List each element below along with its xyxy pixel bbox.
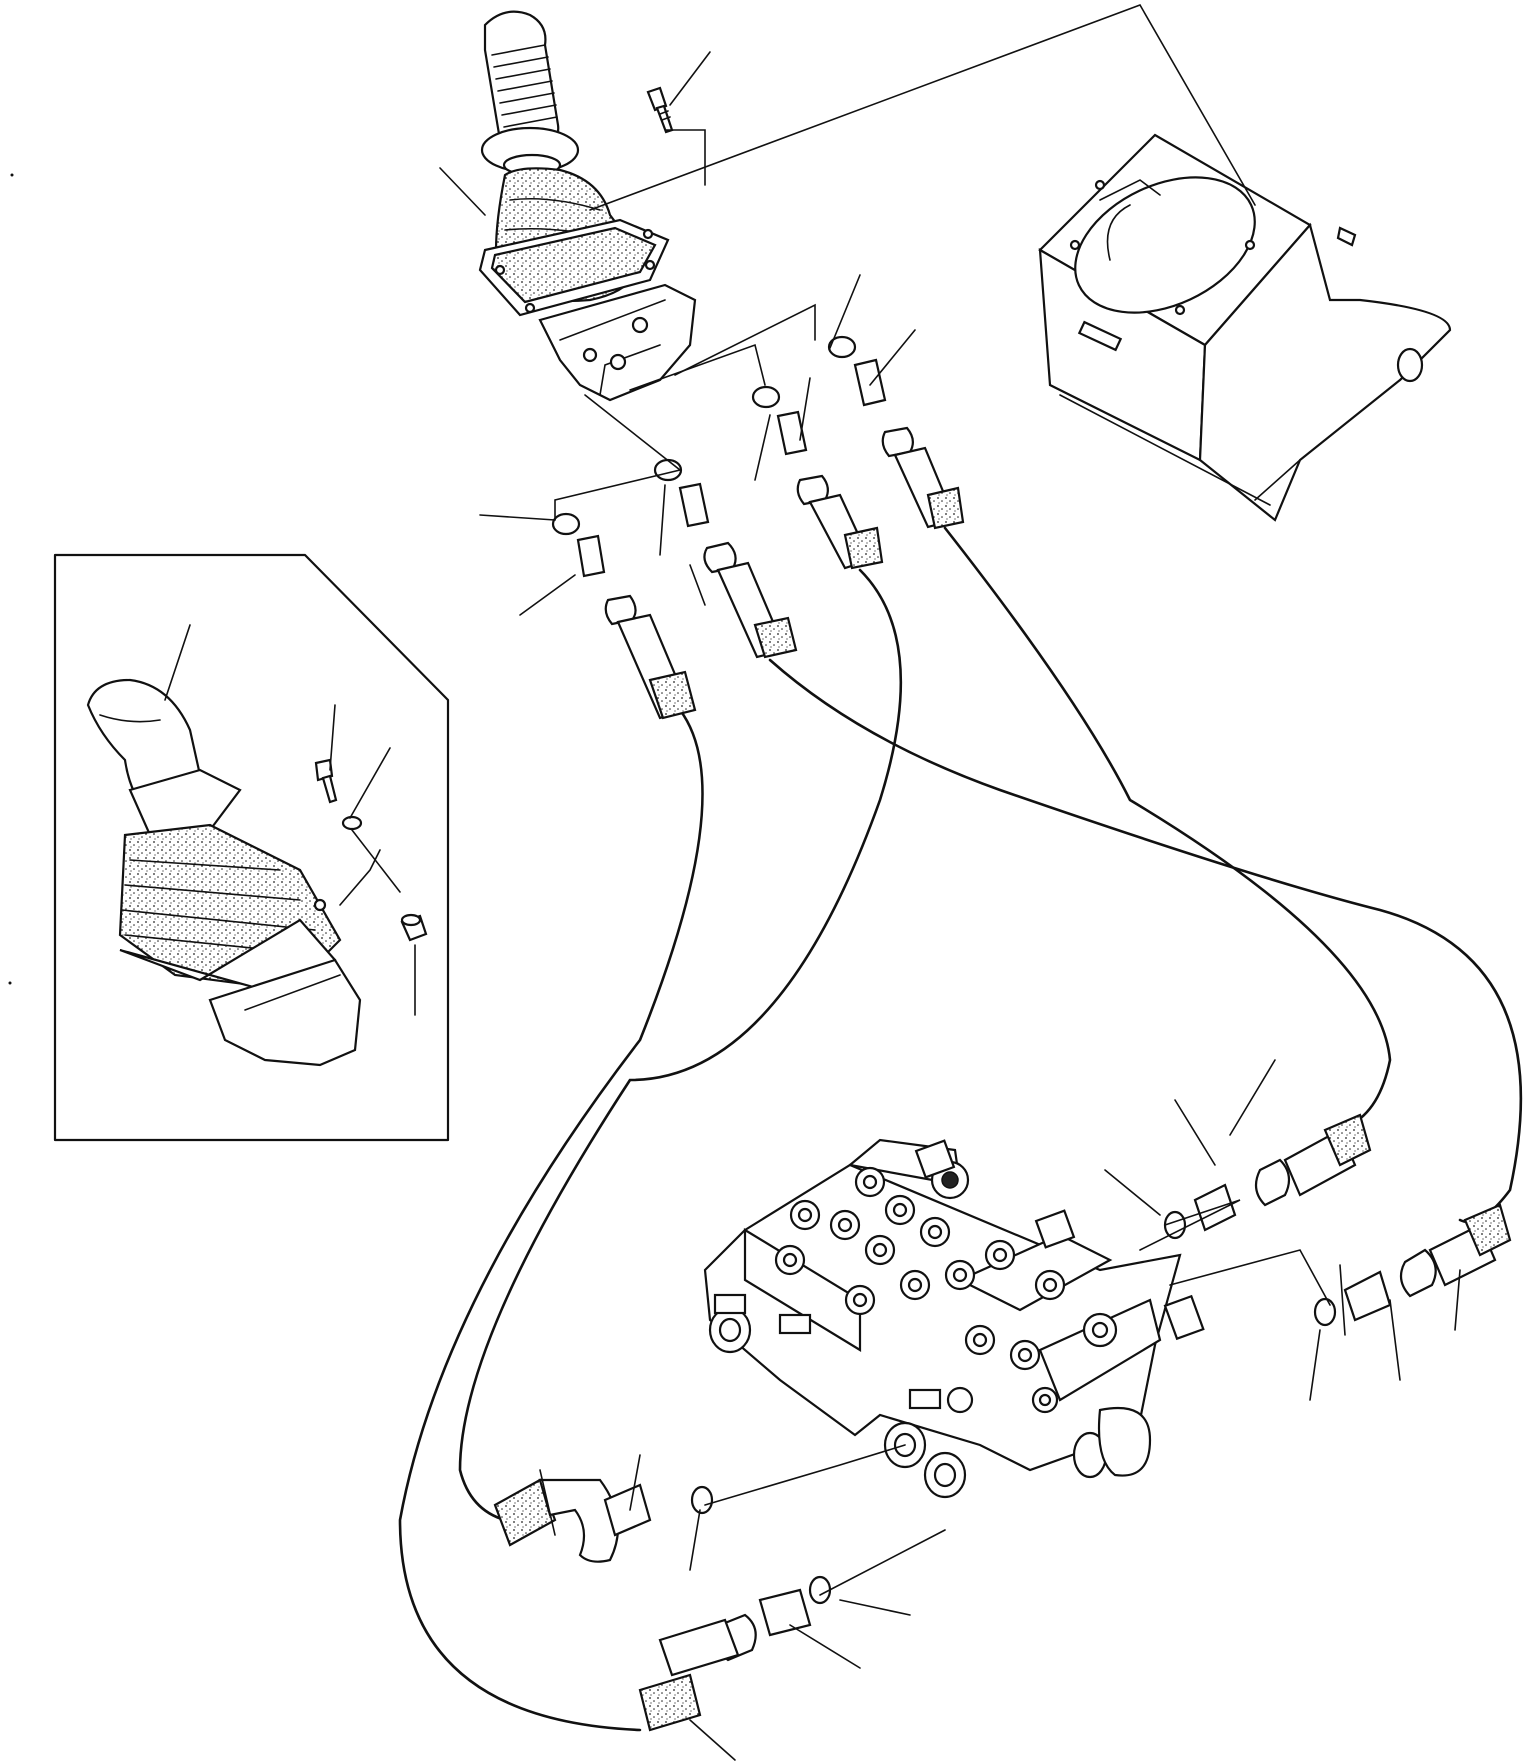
hose-fittings-upper xyxy=(551,335,965,720)
o-ring xyxy=(808,1575,832,1605)
alternate-joystick-inset xyxy=(53,553,450,1142)
o-ring xyxy=(551,512,581,536)
mounting-screw xyxy=(646,86,674,134)
pilot-hoses xyxy=(398,526,1523,1732)
o-ring xyxy=(1163,1210,1187,1240)
o-ring xyxy=(751,385,781,409)
callout-leaders xyxy=(164,51,1461,1761)
hose-fittings-lower xyxy=(493,1113,1512,1732)
valve-ports xyxy=(774,1160,1118,1414)
assembly-lines xyxy=(339,4,1331,1596)
stray-mark xyxy=(10,173,14,177)
cab-console-mount xyxy=(1038,133,1452,522)
o-ring xyxy=(827,335,857,359)
valve-spools xyxy=(708,1139,1205,1499)
stray-mark xyxy=(8,981,12,985)
joystick-control-lever xyxy=(478,10,697,402)
o-ring xyxy=(1313,1297,1337,1327)
o-ring xyxy=(690,1485,714,1515)
control-valve-block xyxy=(703,1138,1205,1499)
